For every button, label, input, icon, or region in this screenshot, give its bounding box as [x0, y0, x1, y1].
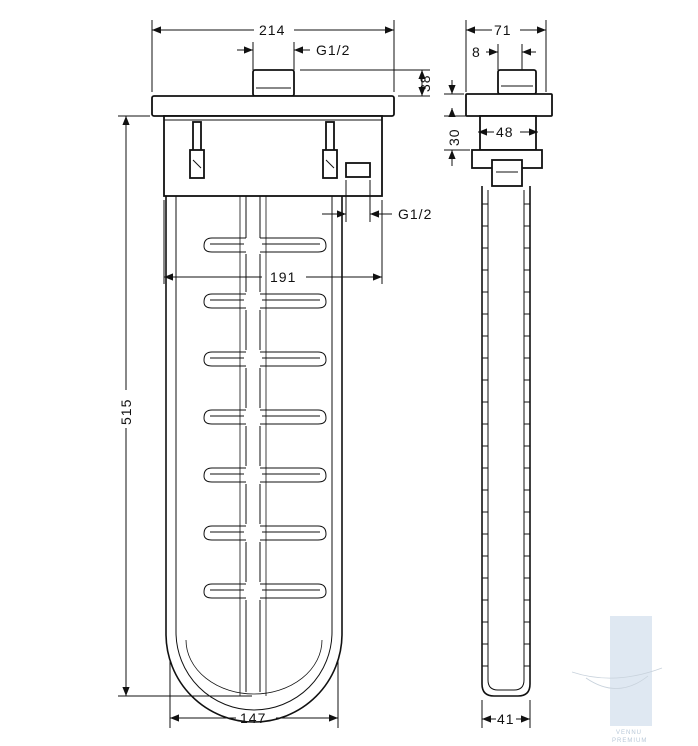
mounting-clip-left [189, 121, 205, 179]
rung-left [203, 237, 246, 253]
rung-right [260, 409, 327, 425]
top-plate [151, 95, 395, 117]
side-view [465, 69, 553, 697]
dim-side-mid-height: 30 [446, 128, 462, 146]
central-spine [245, 196, 261, 692]
watermark-line1: VENNU [616, 730, 642, 736]
rungs-group [203, 237, 327, 599]
front-view [151, 69, 395, 723]
dim-top-height: 38 [417, 74, 433, 92]
watermark-line2: PREMIUM [612, 738, 647, 744]
rung-left [203, 351, 246, 367]
rung-right [260, 351, 327, 367]
dim-bottom-width: 147 [240, 710, 266, 726]
rung-left [203, 583, 246, 599]
rung-right [260, 237, 327, 253]
side-top-plate [465, 93, 553, 117]
rung-left [203, 293, 246, 309]
watermark-logo: VENNU PREMIUM [571, 616, 663, 744]
dim-body-width: 191 [270, 269, 296, 285]
top-inlet-nipple [252, 69, 295, 97]
rung-left [203, 467, 246, 483]
rung-right [260, 525, 327, 541]
side-inlet-stub [345, 162, 371, 178]
mounting-clip-right [322, 121, 338, 179]
rung-right [260, 293, 327, 309]
rung-right [260, 467, 327, 483]
rung-left [203, 525, 246, 541]
dim-side-offset: 8 [472, 44, 481, 60]
side-notches-group [482, 203, 530, 667]
rung-right [260, 583, 327, 599]
rung-left [203, 409, 246, 425]
side-top-nipple [497, 69, 537, 95]
body-outline [165, 196, 343, 723]
side-body-outline [481, 186, 531, 697]
dim-height-total: 515 [118, 399, 134, 425]
dim-width-total: 214 [259, 22, 285, 38]
dim-inlet-top: G1/2 [316, 42, 350, 58]
dim-inlet-side: G1/2 [398, 206, 432, 222]
dimension-lines: 214 G1/2 38 191 G1/2 515 [118, 20, 547, 728]
dim-side-mid-width: 48 [496, 124, 514, 140]
dim-side-width: 71 [494, 22, 512, 38]
dim-side-bottom-width: 41 [497, 711, 515, 727]
